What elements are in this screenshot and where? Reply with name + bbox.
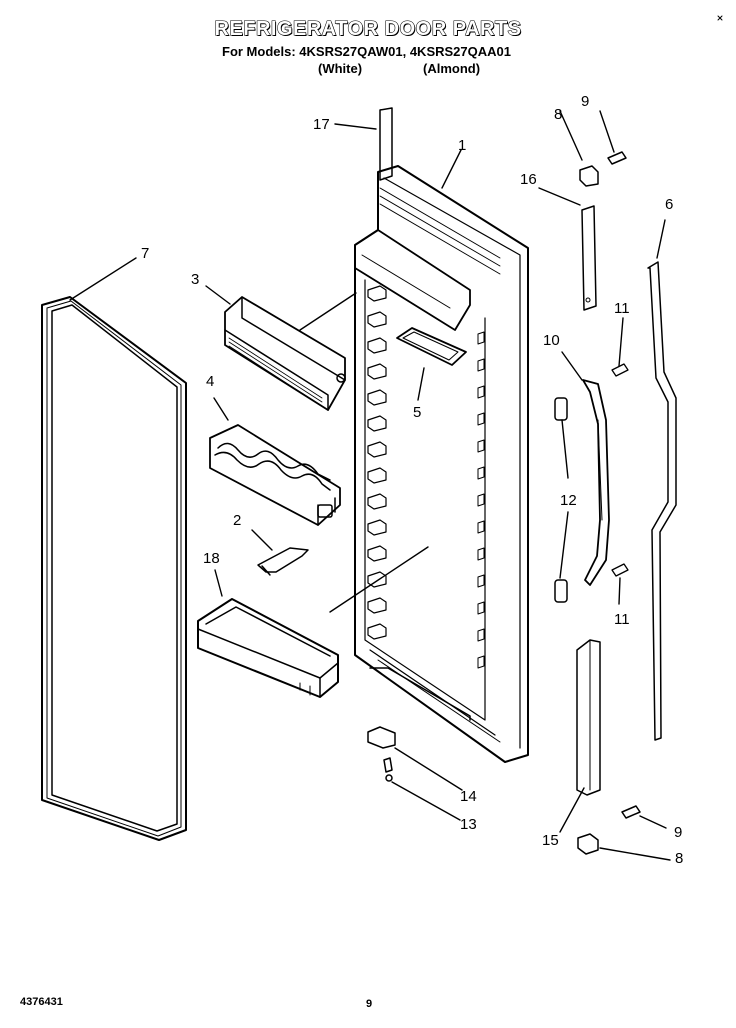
liner-dimple xyxy=(477,466,485,480)
callout-9-bottom: 9 xyxy=(674,824,683,841)
dairy-compartment-drawing xyxy=(224,296,346,411)
liner-dimple xyxy=(477,358,485,372)
liner-dimple xyxy=(477,520,485,534)
shelf-clip xyxy=(367,571,387,588)
liner-dimple xyxy=(477,331,485,345)
leader-lines xyxy=(69,110,671,861)
callout-10: 10 xyxy=(543,332,560,349)
liner-dimple xyxy=(477,628,485,642)
shelf-clip xyxy=(367,467,387,484)
clip-drawing xyxy=(257,547,309,576)
callout-11-bottom: 11 xyxy=(614,611,630,628)
shelf-clip xyxy=(367,623,387,640)
shelf-clip xyxy=(367,519,387,536)
egg-tray-drawing xyxy=(209,424,341,526)
page-title: REFRIGERATOR DOOR PARTS xyxy=(214,17,522,40)
shelf-clip xyxy=(367,441,387,458)
upper-handle-trim-drawing xyxy=(581,205,597,311)
door-bin-drawing xyxy=(197,598,339,698)
callout-8-top: 8 xyxy=(554,106,563,123)
callout-17: 17 xyxy=(313,116,330,133)
shelf-clip xyxy=(367,337,387,354)
liner-dimple xyxy=(477,655,485,669)
callout-18: 18 xyxy=(203,550,220,567)
shelf-clip xyxy=(367,415,387,432)
callout-1: 1 xyxy=(458,137,467,154)
door-handle-drawing xyxy=(554,363,629,603)
liner-dimple xyxy=(477,493,485,507)
shelf-clip xyxy=(367,311,387,328)
liner-dimple xyxy=(477,601,485,615)
callout-3: 3 xyxy=(191,271,200,288)
document-number: 4376431 xyxy=(20,996,63,1008)
variant-white: (White) xyxy=(318,61,363,76)
top-trim-drawing xyxy=(379,107,393,181)
liner-dimple xyxy=(477,385,485,399)
shelf-clip xyxy=(367,493,387,510)
bottom-hinge-drawing xyxy=(367,726,396,782)
callout-8-bottom: 8 xyxy=(675,850,684,867)
small-tray-drawing xyxy=(396,327,467,366)
lower-handle-trim-drawing xyxy=(576,639,601,796)
liner-dimple xyxy=(477,547,485,561)
shelf-clip xyxy=(367,597,387,614)
models-line: For Models: 4KSRS27QAW01, 4KSRS27QAA01 xyxy=(222,44,511,59)
page-number: 9 xyxy=(366,998,373,1010)
callout-4: 4 xyxy=(206,373,215,390)
callout-13: 13 xyxy=(460,816,477,833)
liner-dimple xyxy=(477,574,485,588)
top-endcap-drawing xyxy=(579,151,627,187)
door-gasket-drawing xyxy=(41,296,187,841)
callout-2: 2 xyxy=(233,512,242,529)
shelf-clip xyxy=(367,285,387,302)
door-liner-drawing xyxy=(354,165,529,763)
callout-5: 5 xyxy=(413,404,422,421)
gasket-strip-drawing xyxy=(647,261,677,741)
door-liner-clips-left xyxy=(367,285,387,640)
callout-9-top: 9 xyxy=(581,93,590,110)
callout-14: 14 xyxy=(460,788,477,805)
variant-almond: (Almond) xyxy=(423,61,481,76)
door-liner-clips-right xyxy=(477,331,485,669)
bottom-endcap-drawing xyxy=(577,805,641,855)
corner-mark xyxy=(717,15,723,21)
callout-6: 6 xyxy=(665,196,674,213)
liner-dimple xyxy=(477,439,485,453)
callout-7: 7 xyxy=(141,245,150,262)
shelf-clip xyxy=(367,363,387,380)
shelf-clip xyxy=(367,545,387,562)
callout-15: 15 xyxy=(542,832,559,849)
callout-11-top: 11 xyxy=(614,300,630,317)
callout-16: 16 xyxy=(520,171,537,188)
liner-dimple xyxy=(477,412,485,426)
shelf-clip xyxy=(367,389,387,406)
callout-12: 12 xyxy=(560,492,577,509)
